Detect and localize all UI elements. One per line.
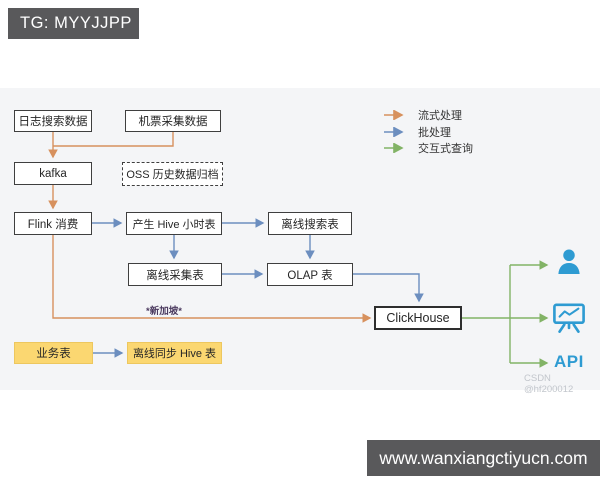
node-log-search-data: 日志搜索数据 [14,110,92,132]
user-icon [554,246,584,281]
csdn-watermark: CSDN @hf200012 [524,373,574,395]
legend: 流式处理 批处理 交互式查询 [383,107,473,157]
legend-label-interactive: 交互式查询 [418,143,473,156]
badge-text: TG: MYYJJPP [20,14,132,32]
api-label: API [554,352,584,371]
green-arrow-icon [384,143,404,154]
legend-item-stream: 流式处理 [383,107,473,124]
presentation-chart-icon [552,302,586,334]
edge-label-singapore: *新加坡* [146,306,182,317]
node-business-table: 业务表 [14,342,93,364]
node-olap-table: OLAP 表 [267,263,353,286]
node-ticket-collect-data: 机票采集数据 [125,110,221,132]
node-flink-consume: Flink 消费 [14,212,92,235]
node-oss-archive: OSS 历史数据归档 [122,162,223,186]
top-left-watermark-badge: TG: MYYJJPP [8,8,139,39]
orange-arrow-icon [384,110,404,121]
node-offline-search-table: 离线搜索表 [268,212,352,235]
node-hive-hourly-table: 产生 Hive 小时表 [126,212,222,235]
node-offline-sync-hive-table: 离线同步 Hive 表 [127,342,222,364]
legend-item-interactive: 交互式查询 [383,140,473,157]
legend-label-batch: 批处理 [418,126,451,139]
legend-label-stream: 流式处理 [418,110,462,123]
bottom-url-bar: www.wanxiangctiyucn.com [367,440,600,476]
node-clickhouse: ClickHouse [374,306,462,330]
bottom-url-text: www.wanxiangctiyucn.com [379,447,588,468]
node-kafka: kafka [14,162,92,185]
node-offline-collect-table: 离线采集表 [128,263,222,286]
legend-item-batch: 批处理 [383,124,473,141]
blue-arrow-icon [384,126,404,137]
